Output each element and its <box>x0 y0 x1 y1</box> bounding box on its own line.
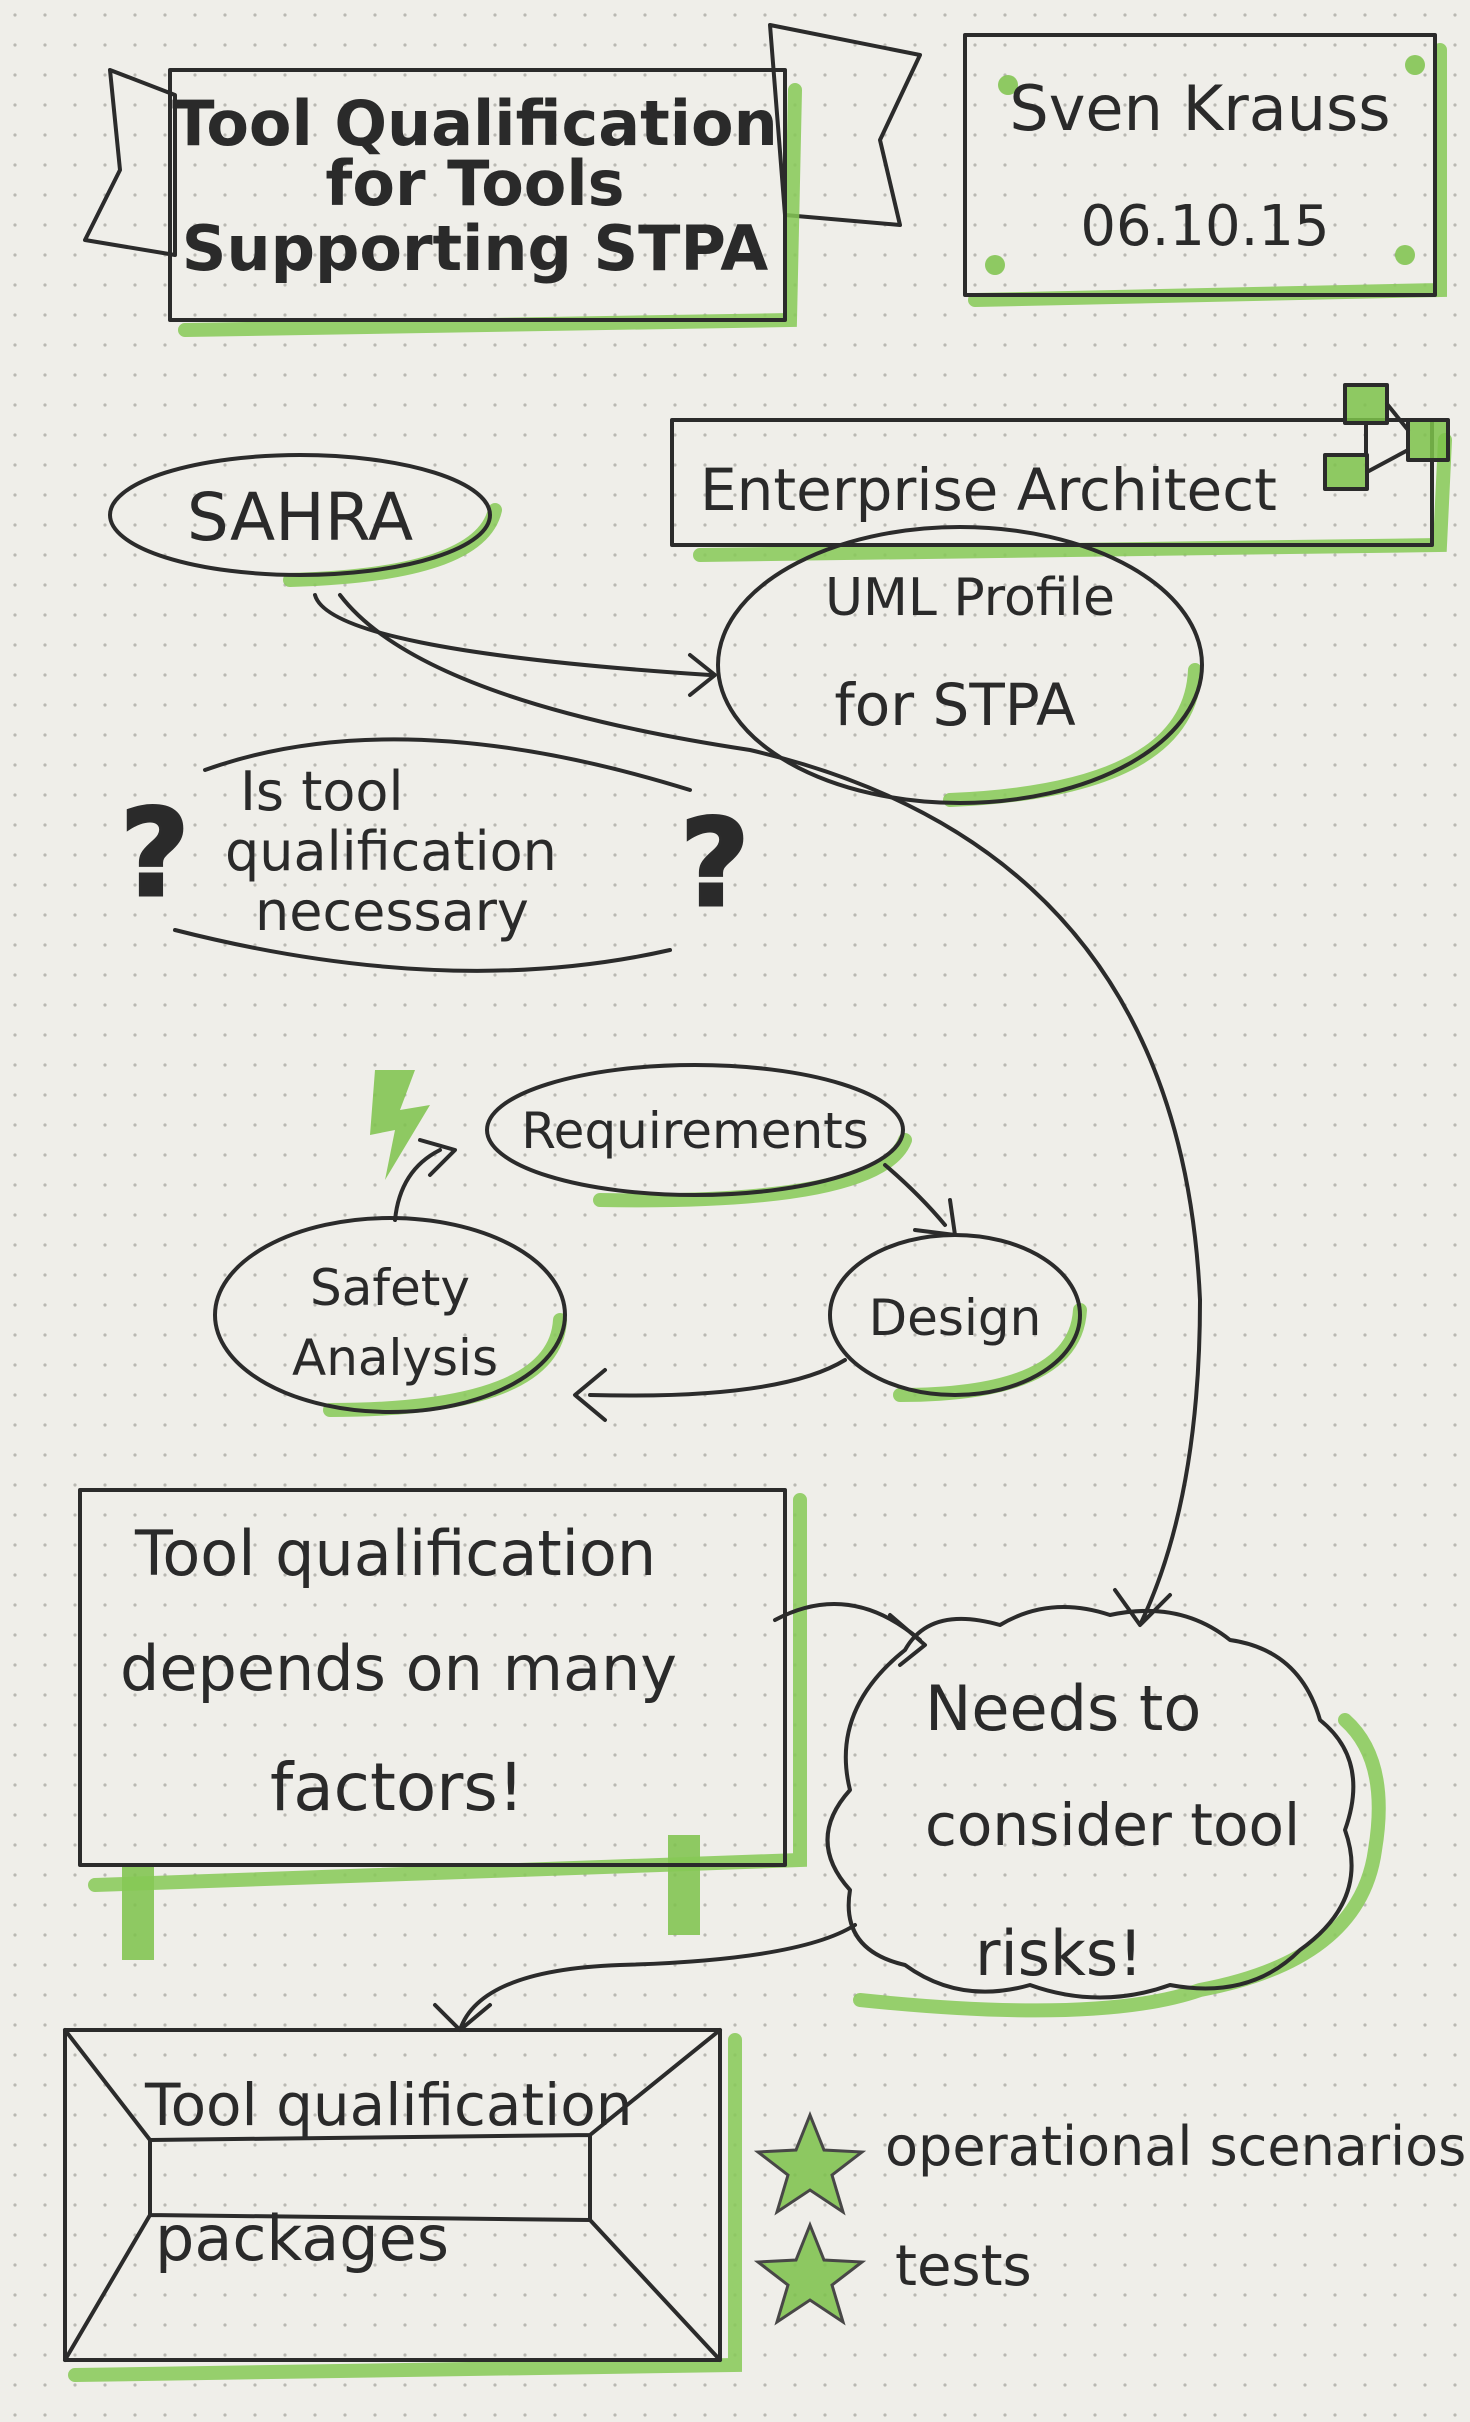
packages-box: Tool qualification packages <box>63 2028 742 2382</box>
risks-line-2: consider tool <box>925 1791 1300 1859</box>
question-mark-right-icon: ? <box>680 795 750 934</box>
risks-line-1: Needs to <box>925 1672 1201 1745</box>
list-item-label: operational scenarios <box>885 2115 1466 2178</box>
safety-analysis-line-2: Analysis <box>292 1329 498 1387</box>
design-label: Design <box>869 1289 1042 1347</box>
title-line-1: Tool Qualification <box>172 87 777 160</box>
packages-line-1: Tool qualification <box>144 2071 633 2139</box>
star-icon <box>753 2110 867 2216</box>
sahra-to-uml-arrow <box>313 593 717 697</box>
question-line-1: Is tool <box>240 760 403 823</box>
star-icon <box>753 2220 867 2326</box>
author-box: Sven Krauss 06.10.15 <box>963 33 1447 307</box>
safety-analysis-node <box>213 1216 567 1414</box>
safety-analysis-line-1: Safety <box>310 1259 470 1317</box>
factors-line-1: Tool qualification <box>134 1517 656 1590</box>
question-line-3: necessary <box>255 880 529 943</box>
question-node: ? ? Is tool qualification necessary <box>119 737 751 973</box>
author-date: 06.10.15 <box>1080 194 1329 259</box>
enterprise-architect-box: Enterprise Architect <box>670 383 1452 562</box>
enterprise-architect-label: Enterprise Architect <box>700 456 1277 524</box>
uml-profile-line-2: for STPA <box>834 671 1076 739</box>
package-items-list: operational scenarios tests <box>753 2110 1466 2326</box>
factors-board: Tool qualification depends on many facto… <box>78 1488 807 1960</box>
sahra-node: SAHRA <box>108 453 502 587</box>
board-leg-right <box>668 1835 700 1935</box>
list-item: tests <box>753 2220 1032 2326</box>
title-line-3: Supporting STPA <box>182 212 768 285</box>
packages-line-2: packages <box>155 2202 449 2275</box>
risks-line-3: risks! <box>975 1917 1143 1990</box>
uml-profile-line-1: UML Profile <box>825 568 1115 628</box>
requirements-label: Requirements <box>521 1102 869 1160</box>
author-name: Sven Krauss <box>1009 72 1390 145</box>
design-to-safety-arrow <box>573 1358 847 1422</box>
question-line-2: qualification <box>225 820 557 883</box>
question-mark-left-icon: ? <box>120 785 190 924</box>
list-item-label: tests <box>895 2234 1032 2299</box>
sahra-to-risks-arrow <box>338 593 1202 1627</box>
safety-to-requirements-arrow <box>393 1138 457 1222</box>
uml-diagram-icon <box>1323 383 1450 491</box>
title-line-2: for Tools <box>325 147 624 220</box>
requirements-to-design-arrow <box>883 1163 957 1237</box>
title-banner: Tool Qualification for Tools Supporting … <box>83 23 922 337</box>
factors-line-3: factors! <box>270 1749 524 1826</box>
list-item: operational scenarios <box>753 2110 1466 2216</box>
sahra-label: SAHRA <box>187 479 413 556</box>
risks-cloud: Needs to consider tool risks! <box>825 1605 1386 2018</box>
uml-profile-node: UML Profile for STPA <box>716 525 1204 807</box>
factors-line-2: depends on many <box>120 1632 677 1705</box>
requirements-node <box>485 1063 905 1197</box>
lightning-icon <box>370 1070 430 1180</box>
factors-to-risks-arrow <box>773 1602 927 1667</box>
development-cycle: Requirements Design Safety Analysis <box>213 1063 1087 1422</box>
